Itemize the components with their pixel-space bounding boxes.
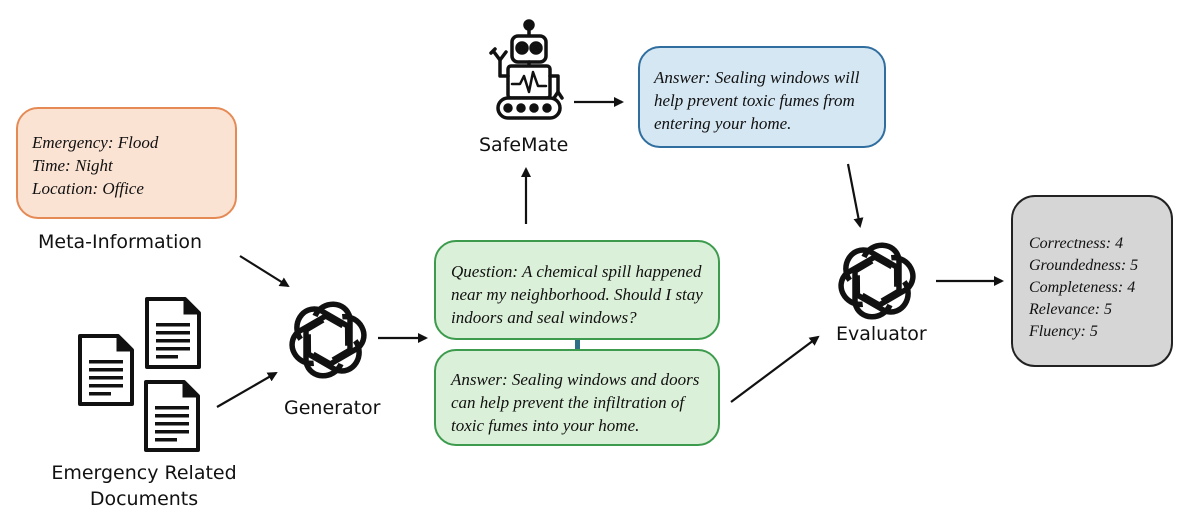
question-line: indoors and seal windows?	[451, 308, 637, 327]
meta-information-box: Emergency: Flood Time: Night Location: O…	[16, 107, 237, 219]
openai-logo-icon	[835, 244, 919, 318]
answer-line: help prevent toxic fumes from	[654, 91, 855, 110]
documents-label-line: Emergency Related	[51, 462, 237, 484]
safemate-answer-box: Answer: Sealing windows will help preven…	[638, 46, 886, 148]
answer-line: Answer: Sealing windows and doors	[451, 370, 700, 389]
document-icon	[145, 297, 201, 369]
arrow-meta-to-generator	[239, 255, 290, 288]
document-icon	[78, 334, 134, 406]
question-line: Question: A chemical spill happened	[451, 262, 702, 281]
arrow-docs-to-generator	[216, 372, 278, 408]
score-line: Fluency: 5	[1029, 323, 1098, 340]
generator-label: Generator	[284, 397, 381, 419]
score-line: Relevance: 5	[1029, 301, 1113, 318]
arrow-answer-to-evaluator	[846, 163, 864, 228]
meta-line: Location: Office	[32, 179, 144, 198]
answer-line: entering your home.	[654, 114, 792, 133]
score-line: Correctness: 4	[1029, 235, 1124, 252]
meta-information-label: Meta-Information	[38, 231, 203, 253]
answer-line: Answer: Sealing windows will	[654, 68, 860, 87]
arrow-qa-to-evaluator	[730, 335, 820, 403]
meta-line: Time: Night	[32, 156, 113, 175]
qa-connector	[575, 340, 580, 349]
meta-line: Emergency: Flood	[32, 133, 159, 152]
document-icon	[144, 380, 200, 452]
score-line: Groundedness: 5	[1029, 257, 1139, 274]
answer-line: toxic fumes into your home.	[451, 416, 640, 435]
scores-box: Correctness: 4 Groundedness: 5 Completen…	[1011, 195, 1173, 367]
answer-line: can help prevent the infiltration of	[451, 393, 685, 412]
score-line: Completeness: 4	[1029, 279, 1136, 296]
robot-icon	[489, 19, 564, 120]
safemate-label: SafeMate	[479, 134, 569, 156]
question-line: near my neighborhood. Should I stay	[451, 285, 703, 304]
question-box: Question: A chemical spill happened near…	[434, 240, 720, 340]
evaluator-label: Evaluator	[836, 323, 927, 345]
documents-label-line: Documents	[89, 488, 199, 510]
reference-answer-box: Answer: Sealing windows and doors can he…	[434, 349, 720, 446]
openai-logo-icon	[286, 303, 370, 377]
arrows	[216, 97, 1004, 408]
